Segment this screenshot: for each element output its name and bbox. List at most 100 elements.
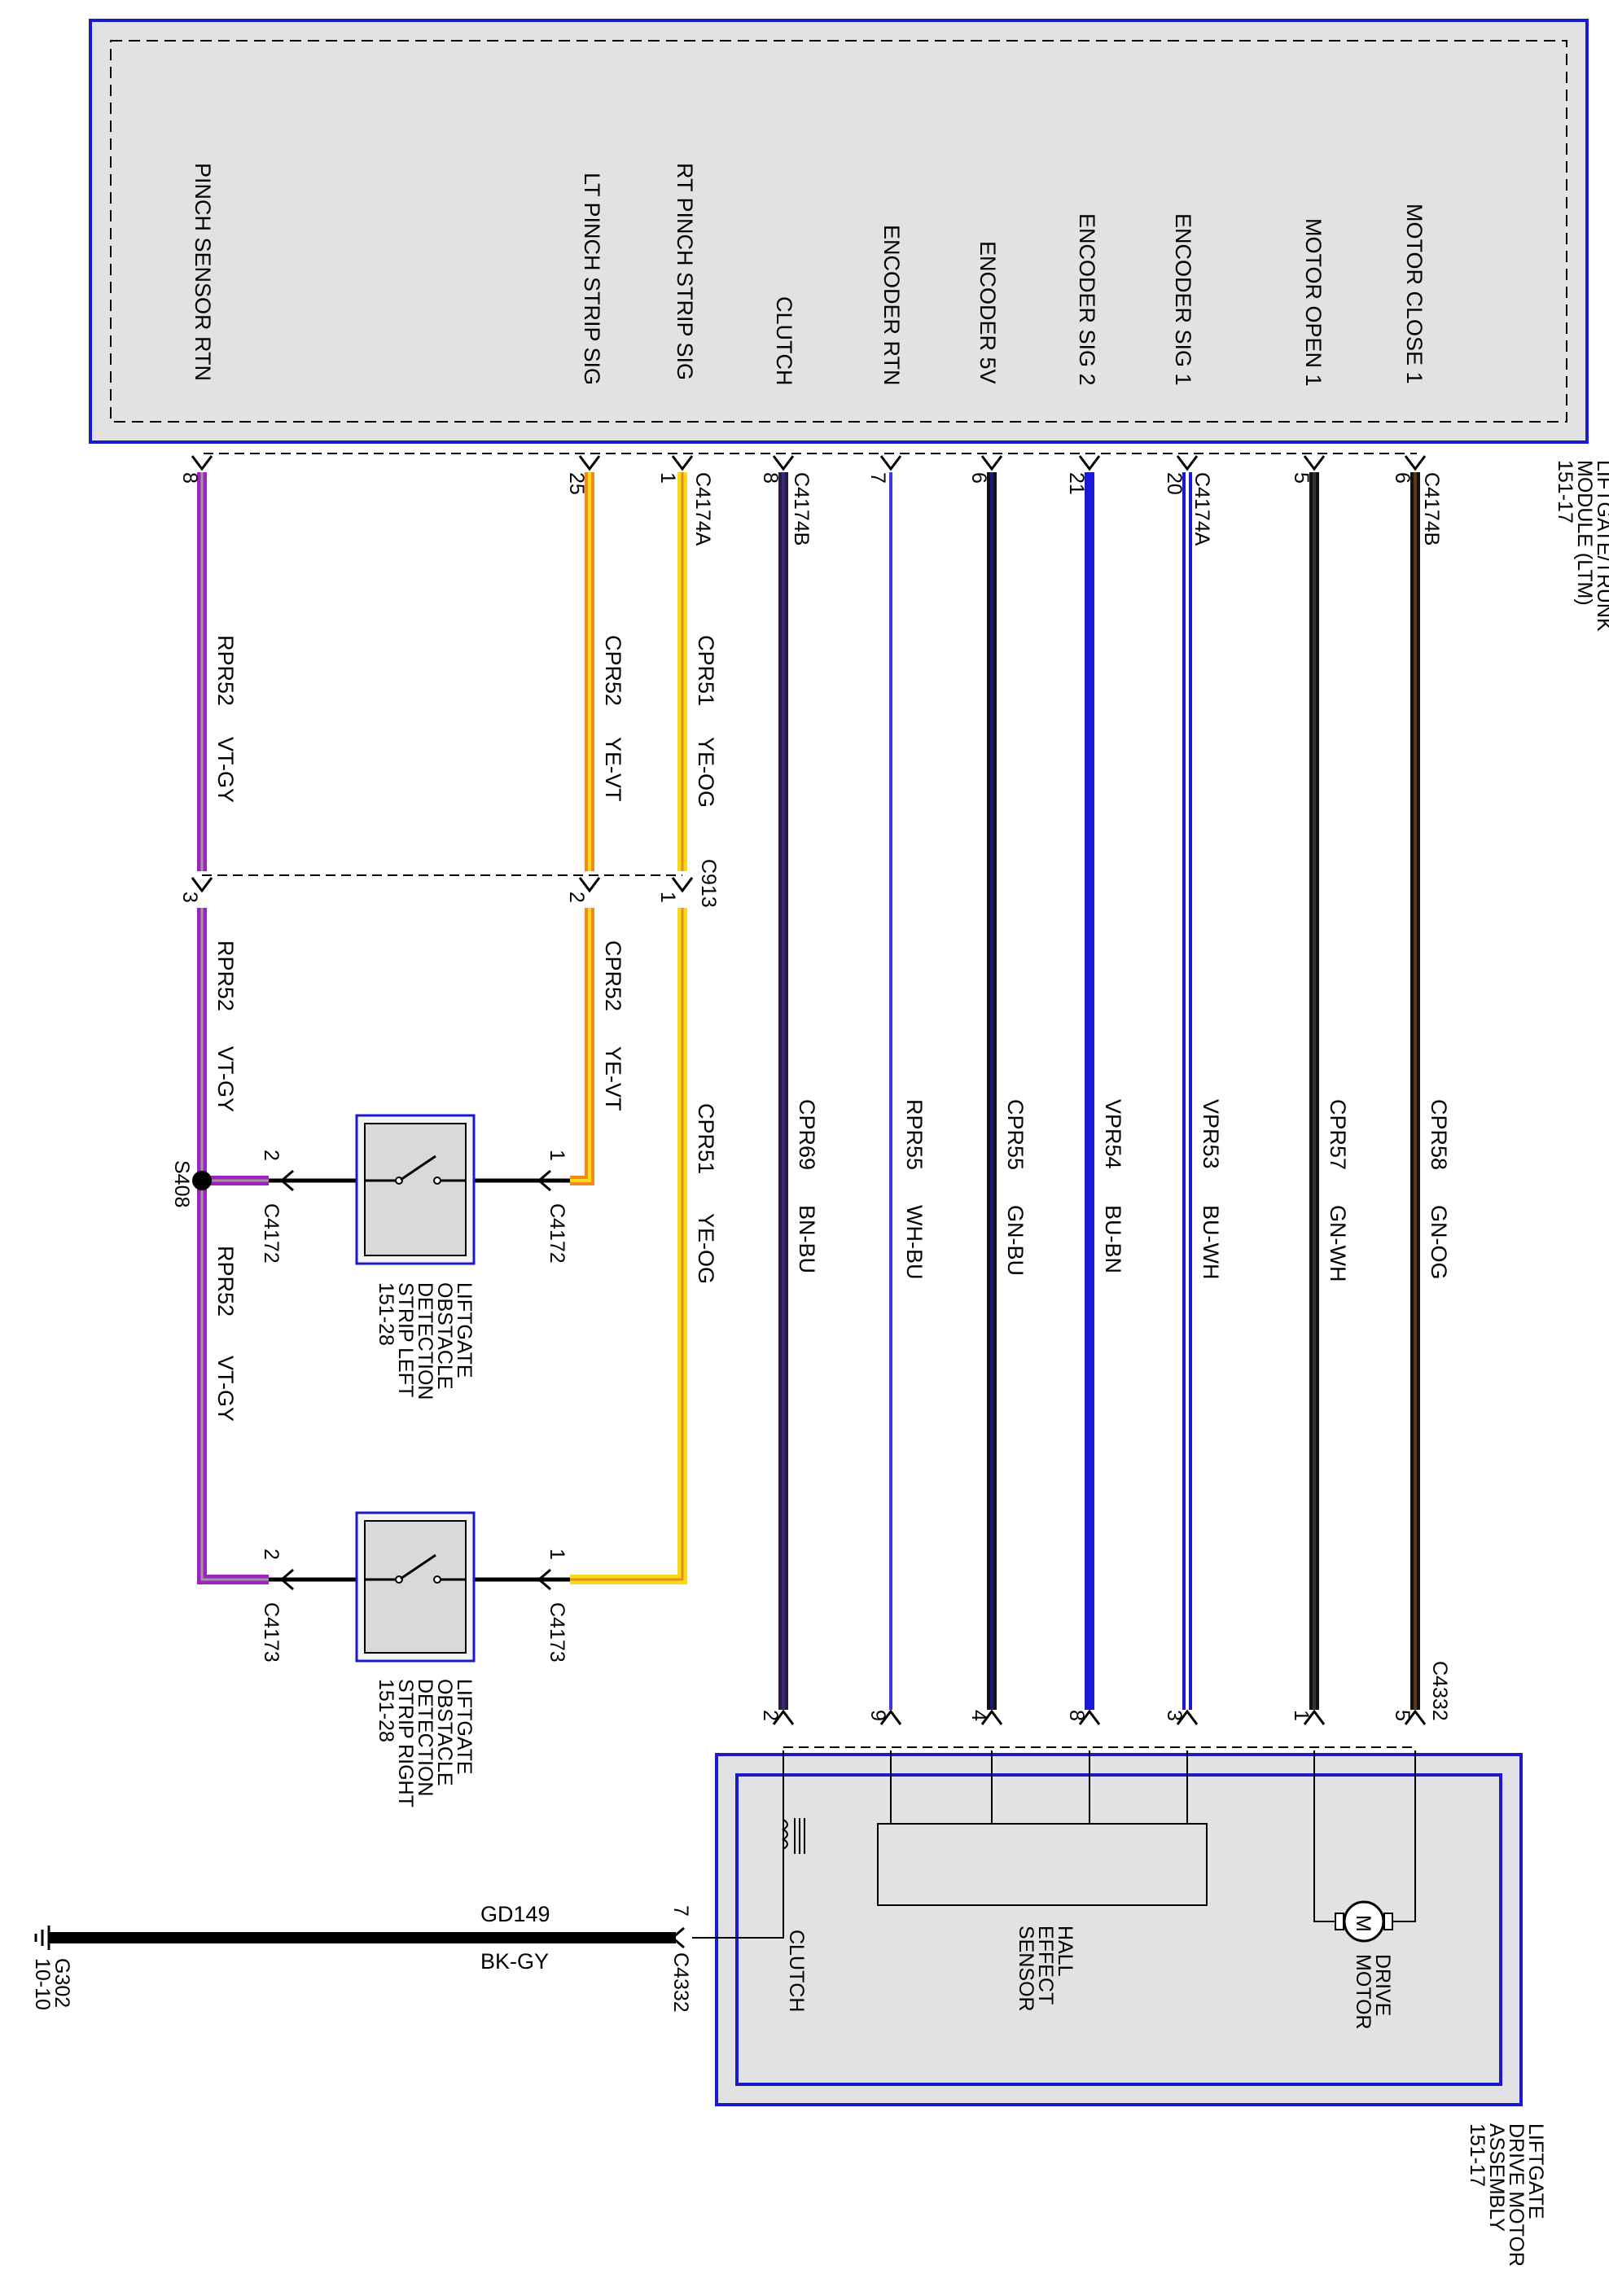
obstacle-strip-left: 1 C4172 2 C4172 LIFTGATE OBSTACLE DETECT…: [260, 1114, 570, 1400]
splice-s408-label: S408: [170, 1160, 193, 1207]
drive-motor-assembly: HALL EFFECT SENSOR M DRIVE MOTOR CLUTCH …: [692, 1661, 1547, 2267]
strip-right-name-2: OBSTACLE: [433, 1679, 456, 1786]
strip-right-name-1: LIFTGATE: [453, 1679, 476, 1775]
strip-right-pin-in: 1: [546, 1549, 568, 1560]
ltm-name-line-2: MODULE (LTM): [1573, 460, 1596, 606]
ltm-signal-encoder-rtn: ENCODER RTN: [879, 225, 904, 386]
wire-rpr52-mid: [197, 908, 269, 1185]
motor-terminal-cpr55: [980, 1709, 1003, 1725]
motor-pin-cpr57: 1: [1290, 1710, 1313, 1721]
ltm-terminal-cpr55: [980, 455, 1003, 471]
c913-label: C913: [697, 859, 720, 908]
circuit-cpr55: CPR55: [1003, 1099, 1028, 1170]
hall-name-2: EFFECT: [1034, 1926, 1057, 2005]
ltm-connector-c4174a-right: C4174A: [1190, 472, 1213, 546]
drive-motor-name-1: DRIVE: [1371, 1954, 1394, 2016]
strip-left-name-4: STRIP LEFT: [394, 1282, 417, 1397]
pinch-strip-wiring: [191, 455, 694, 1584]
color-cpr51-bottom: YE-OG: [694, 1213, 718, 1284]
motor-assy-name-3: ASSEMBLY: [1485, 2123, 1508, 2232]
color-rpr52-top: VT-GY: [213, 737, 238, 803]
ground-ref-10-10: 10-10: [31, 1958, 54, 2010]
clutch-label: CLUTCH: [785, 1930, 808, 2012]
ltm-module: [89, 19, 1589, 444]
circuit-cpr51-top: CPR51: [694, 635, 718, 706]
hall-effect-sensor-box: [877, 1823, 1208, 1906]
strip-left-connector-out: C4172: [260, 1203, 283, 1264]
circuit-rpr52-mid: RPR52: [213, 940, 238, 1011]
ground-connector-c4332: C4332: [669, 1952, 692, 2013]
motor-pin-cpr55: 4: [967, 1710, 990, 1721]
ltm-connector-c4174b-right: C4174B: [1420, 472, 1443, 546]
obstacle-strip-right: 1 C4173 2 C4173 LIFTGATE OBSTACLE DETECT…: [260, 1511, 570, 1807]
ltm-module-name: LIFTGATE/TRUNK MODULE (LTM) 151-17: [1554, 460, 1609, 632]
ltm-signal-rt-pinch-strip-sig: RT PINCH STRIP SIG: [673, 163, 697, 380]
ltm-signal-motor-open-1: MOTOR OPEN 1: [1301, 218, 1326, 387]
ltm-signal-motor-close-1: MOTOR CLOSE 1: [1402, 204, 1427, 384]
color-rpr55: WH-BU: [902, 1205, 927, 1279]
ltm-terminal-cpr69: [772, 455, 795, 471]
strip-left-pin-out: 2: [260, 1150, 283, 1161]
color-cpr52-top: YE-VT: [601, 737, 625, 802]
color-cpr58: GN-OG: [1427, 1205, 1451, 1280]
motor-pin-rpr55: 9: [866, 1710, 889, 1721]
wire-cpr51-bottom: [570, 908, 687, 1584]
c913-pin-rt: 1: [656, 892, 679, 903]
ltm-pin-pinch-rtn: 8: [178, 472, 201, 484]
circuit-cpr69: CPR69: [795, 1099, 819, 1170]
drive-motor-name-2: MOTOR: [1352, 1954, 1374, 2030]
strip-right-pin-out: 2: [260, 1549, 283, 1560]
strip-left-name-2: OBSTACLE: [433, 1282, 456, 1390]
circuit-cpr51-bottom: CPR51: [694, 1103, 718, 1174]
strip-left-pin-in: 1: [546, 1150, 568, 1161]
circuit-cpr52-bottom: CPR52: [601, 940, 625, 1011]
ltm-name-line-1: LIFTGATE/TRUNK: [1593, 460, 1609, 632]
c913-pin-lt: 2: [565, 892, 588, 903]
ltm-signal-clutch: CLUTCH: [772, 296, 796, 386]
ltm-pin-rt-pinch: 1: [656, 472, 679, 484]
motor-terminal-vpr53: [1176, 1709, 1199, 1725]
hall-name-1: HALL: [1054, 1926, 1076, 1977]
c913-pin-rtn: 3: [178, 892, 201, 903]
ltm-pin-cpr57: 5: [1290, 472, 1313, 484]
ltm-signal-pinch-sensor-rtn: PINCH SENSOR RTN: [191, 163, 215, 381]
wire-cpr52-bottom: [570, 908, 594, 1185]
ltm-pin-cpr69: 8: [759, 472, 782, 484]
ltm-terminal-vpr54: [1078, 455, 1101, 471]
ltm-name-line-3: 151-17: [1554, 460, 1576, 524]
circuit-cpr57: CPR57: [1326, 1099, 1350, 1170]
color-cpr51-top: YE-OG: [694, 737, 718, 808]
strip-left-connector-in: C4172: [546, 1203, 568, 1264]
ground-name-g302: G302: [50, 1958, 73, 2008]
strip-right-connector-in: C4173: [546, 1602, 568, 1663]
strip-right-name-3: DETECTION: [414, 1679, 436, 1796]
circuit-rpr52-top: RPR52: [213, 635, 238, 706]
ltm-signal-lt-pinch-strip-sig: LT PINCH STRIP SIG: [580, 173, 604, 385]
ltm-pin-vpr53: 20: [1163, 472, 1186, 495]
ltm-pin-cpr55: 6: [967, 472, 990, 484]
color-vpr54: BU-BN: [1101, 1205, 1125, 1273]
ltm-signal-labels: MOTOR CLOSE 1 MOTOR OPEN 1 ENCODER SIG 1…: [191, 163, 1427, 387]
motor-pin-cpr69: 2: [759, 1710, 782, 1721]
ltm-terminal-cpr57: [1303, 455, 1326, 471]
motor-assy-name-1: LIFTGATE: [1524, 2123, 1547, 2219]
motor-terminal-vpr54: [1078, 1709, 1101, 1725]
circuit-cpr52-top: CPR52: [601, 635, 625, 706]
strip-right-name-5: 151-28: [375, 1679, 397, 1742]
ltm-pin-cpr58: 6: [1391, 472, 1414, 484]
color-cpr69: BN-BU: [795, 1205, 819, 1273]
ltm-signal-encoder-sig-1: ENCODER SIG 1: [1171, 213, 1195, 386]
drive-motor-m-letter: M: [1352, 1915, 1374, 1932]
ground-circuit-gd149: GD149: [480, 1902, 550, 1926]
ltm-connector-labels: C4174B C4174A C4174B C4174A: [691, 472, 1443, 546]
strip-left-name-1: LIFTGATE: [453, 1282, 476, 1378]
motor-assy-name-2: DRIVE MOTOR: [1505, 2123, 1528, 2267]
ltm-pin-vpr54: 21: [1065, 472, 1088, 495]
motor-pin-vpr53: 3: [1163, 1710, 1186, 1721]
motor-wires: 65CPR58GN-OG51CPR57GN-WH203VPR53BU-WH218…: [759, 455, 1451, 1725]
strip-right-connector-out: C4173: [260, 1602, 283, 1663]
motor-terminal-cpr57: [1303, 1709, 1326, 1725]
circuit-rpr55: RPR55: [902, 1099, 927, 1170]
hall-name-3: SENSOR: [1015, 1926, 1037, 2012]
